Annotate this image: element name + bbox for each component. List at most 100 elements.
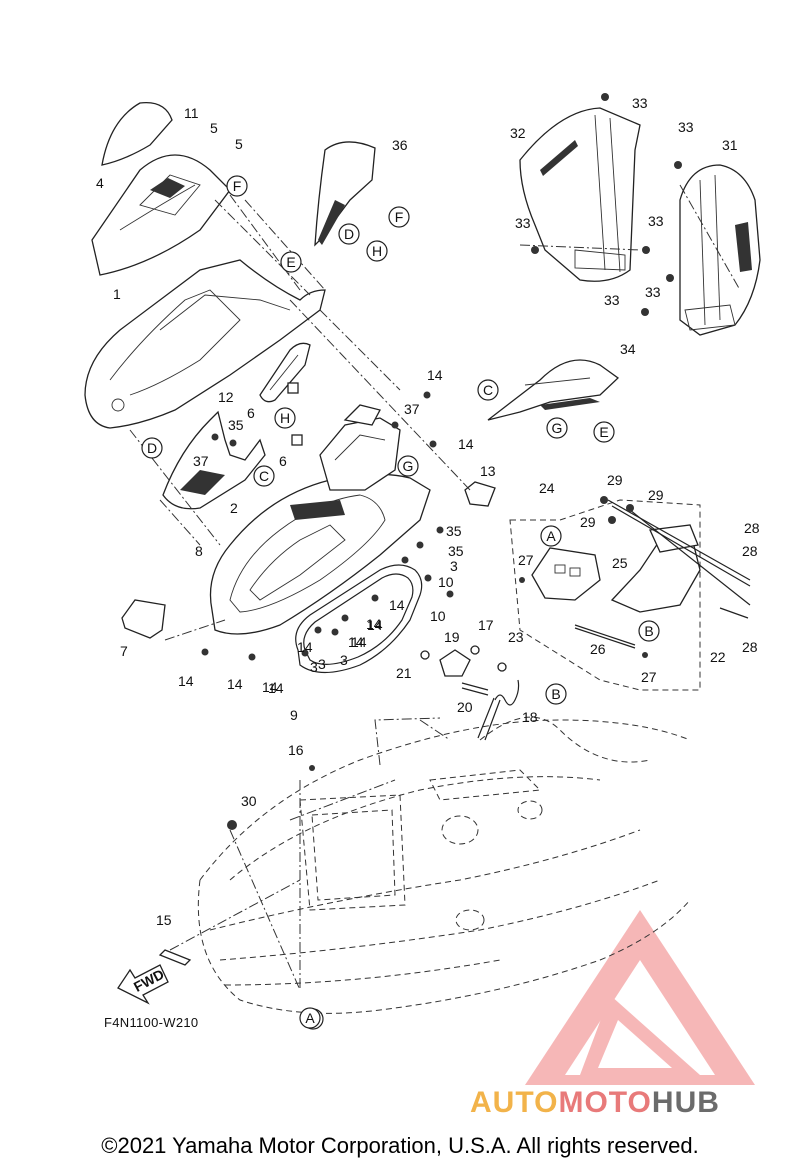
reference-letter: D xyxy=(147,440,157,456)
reference-letter: E xyxy=(599,424,608,440)
watermark-auto: AUTO xyxy=(470,1086,559,1119)
part-number-label: 27 xyxy=(641,669,657,685)
part-number-label: 14 xyxy=(367,617,383,633)
reference-circle xyxy=(274,407,296,429)
part-8-deck-tray xyxy=(209,473,431,635)
reference-letter-callout: F xyxy=(388,206,410,228)
watermark-hub: HUB xyxy=(651,1086,720,1119)
part-number-label: 7 xyxy=(120,643,128,659)
part-number-label: 17 xyxy=(478,617,494,633)
part-number-label: 12 xyxy=(218,389,234,405)
part-number-label: 23 xyxy=(508,629,524,645)
part-number-label: 34 xyxy=(620,341,636,357)
reference-letter-callout: A xyxy=(540,525,562,547)
reference-letter: C xyxy=(259,468,269,484)
reference-letter-callout: C xyxy=(477,379,499,401)
part-number-label: 29 xyxy=(580,514,596,530)
part-24-bracket-group xyxy=(509,499,751,691)
reference-circle xyxy=(141,437,163,459)
part-number-label: 14 xyxy=(262,679,278,695)
part-34-trim-cover xyxy=(487,359,620,421)
hinge-assembly xyxy=(420,645,520,741)
reference-letter: H xyxy=(280,410,290,426)
part-number-label: 33 xyxy=(632,95,648,111)
part-number-label: 20 xyxy=(457,699,473,715)
reference-letter-callout: H xyxy=(366,240,388,262)
part-number-label: 3 xyxy=(310,659,318,675)
reference-letter: G xyxy=(552,420,563,436)
reference-letter: A xyxy=(546,528,556,544)
reference-letter-callout: D xyxy=(338,223,360,245)
part-number-label: 33 xyxy=(604,292,620,308)
part-31-side-panel-right xyxy=(679,164,761,336)
part-number-label: 14 xyxy=(351,634,367,650)
part-number-label: 26 xyxy=(590,641,606,657)
part-number-label: 24 xyxy=(539,480,555,496)
part-number-label: 33 xyxy=(645,284,661,300)
part-number-label: 25 xyxy=(612,555,628,571)
part-number-label: 28 xyxy=(742,543,758,559)
reference-letter: H xyxy=(372,243,382,259)
leader-lines xyxy=(129,184,741,991)
automotohub-logo xyxy=(525,910,755,1085)
reference-letter-callout: F xyxy=(226,175,248,197)
reference-letter-callout: B xyxy=(545,683,567,705)
part-number-label: 33 xyxy=(678,119,694,135)
reference-circle xyxy=(546,417,568,439)
reference-letter-callout: C xyxy=(253,465,275,487)
reference-circle xyxy=(299,1007,321,1029)
reference-circle xyxy=(338,223,360,245)
part-number-label: 32 xyxy=(510,125,526,141)
part-number-label: 13 xyxy=(480,463,496,479)
part-number-label: 28 xyxy=(744,520,760,536)
fwd-arrow-icon: FWD xyxy=(117,964,169,1005)
part-36-side-trim xyxy=(314,141,376,247)
part-number-label: 14 xyxy=(268,680,284,696)
part-number-label: 10 xyxy=(438,574,454,590)
part-number-label: 35 xyxy=(446,523,462,539)
part-number-label: 35 xyxy=(228,417,244,433)
part-9-gasket xyxy=(295,564,423,674)
part-number-label: 37 xyxy=(404,401,420,417)
reference-circle xyxy=(226,175,248,197)
reference-circle xyxy=(540,525,562,547)
reference-letter: A xyxy=(305,1010,315,1026)
reference-circle xyxy=(477,379,499,401)
hull-outline xyxy=(197,716,691,1014)
part-number-label: 33 xyxy=(648,213,664,229)
fastener-markers xyxy=(158,93,682,966)
copyright-notice: ©2021 Yamaha Motor Corporation, U.S.A. A… xyxy=(101,1133,699,1158)
part-number-label: 1 xyxy=(113,286,121,302)
part-number-label: 5 xyxy=(210,120,218,136)
reference-letter: E xyxy=(286,254,295,270)
reference-letter-callout: G xyxy=(397,455,419,477)
watermark-text: AUTOMOTOHUB xyxy=(470,1086,720,1120)
reference-circle xyxy=(280,251,302,273)
part-number-label: 5 xyxy=(235,136,243,152)
reference-letter-callout: A xyxy=(299,1007,321,1029)
reference-circle xyxy=(253,465,275,487)
part-4-nose-cover xyxy=(91,154,231,276)
part-number-label: 31 xyxy=(722,137,738,153)
reference-letter-callout: E xyxy=(280,251,302,273)
reference-circle xyxy=(545,683,567,705)
part-number-label: 3 xyxy=(450,558,458,574)
part-number-label: 33 xyxy=(515,215,531,231)
part-number-label: 21 xyxy=(396,665,412,681)
reference-circle xyxy=(593,421,615,443)
part-number-label: 3 xyxy=(318,656,326,672)
reference-letter-callout: H xyxy=(274,407,296,429)
reference-letter: B xyxy=(644,623,653,639)
part-number-label: 6 xyxy=(247,405,255,421)
part-number-label: 27 xyxy=(518,552,534,568)
part-13-cap xyxy=(464,481,496,507)
reference-letter: D xyxy=(344,226,354,242)
part-number-label: 14 xyxy=(389,597,405,613)
reference-letter-callout: D xyxy=(141,437,163,459)
part-number-label: 22 xyxy=(710,649,726,665)
reference-circle xyxy=(388,206,410,228)
part-number-label: 14 xyxy=(458,436,474,452)
part-number-label: 14 xyxy=(297,639,313,655)
